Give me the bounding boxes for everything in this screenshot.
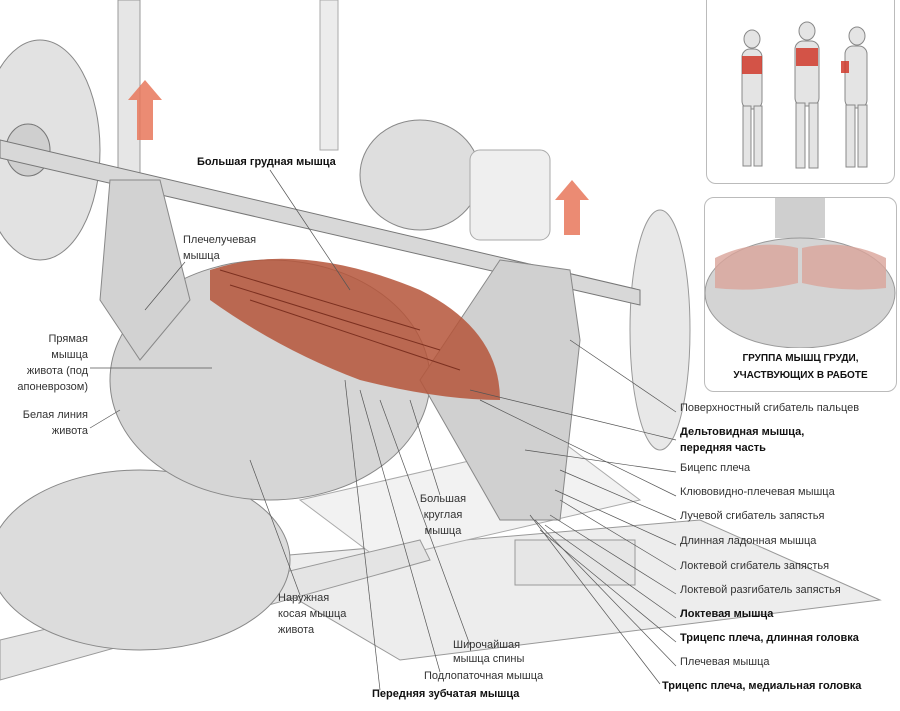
label-right-5: Лучевой сгибатель запястья <box>680 510 825 522</box>
label-right-10: Трицепс плеча, длинная головка <box>680 632 859 644</box>
panel-chest-muscles: ГРУППА МЫШЦ ГРУДИ, УЧАСТВУЮЩИХ В РАБОТЕ <box>704 197 897 392</box>
label-line: Широчайшая <box>453 639 521 651</box>
label-line: живота <box>278 624 315 636</box>
panel-body-figures <box>706 0 895 184</box>
label-right-6: Длинная ладонная мышца <box>680 535 817 547</box>
label-linea-alba: Белая линия живота <box>0 407 88 439</box>
legs <box>0 469 291 651</box>
label-line: Прямая <box>48 333 89 345</box>
up-arrow-icon <box>128 80 162 140</box>
label-line: круглая <box>423 509 463 521</box>
label-right-0: Поверхностный сгибатель пальцев <box>680 402 860 414</box>
label-line: живота <box>51 425 88 437</box>
label-external-oblique: Наружная косая мышца живота <box>278 590 346 638</box>
label-triceps-medial: Трицепс плеча, медиальная головка <box>662 680 862 692</box>
label-line: живота (под <box>26 365 88 377</box>
label-rectus-abdominis: Прямая мышца живота (под апоневрозом) <box>0 331 88 395</box>
label-line: мышца <box>51 349 88 361</box>
label-brachioradialis: Плечелучевая мышца <box>183 232 256 264</box>
label-right-8: Локтевой разгибатель запястья <box>680 584 841 596</box>
chest-muscles-illustration <box>705 198 896 349</box>
label-right-7: Локтевой сгибатель запястья <box>680 560 830 572</box>
label-teres-major: Большая круглая мышца <box>410 491 476 539</box>
caption-line: ГРУППА МЫШЦ ГРУДИ, <box>742 353 859 364</box>
label-line: апоневрозом) <box>17 381 88 393</box>
weight-plate-right <box>629 209 691 451</box>
label-latissimus: Широчайшая мышца спины <box>453 638 524 666</box>
label-line: Большая <box>419 493 467 505</box>
label-subscapularis: Подлопаточная мышца <box>424 670 544 682</box>
label-line: мышца <box>183 250 220 262</box>
caption-line: УЧАСТВУЮЩИХ В РАБОТЕ <box>733 370 868 381</box>
up-arrow-icon <box>555 180 589 235</box>
label-line: мышца <box>424 525 462 537</box>
label-line: косая мышца <box>278 608 347 620</box>
head <box>359 119 481 231</box>
label-line: Белая линия <box>22 409 88 421</box>
label-right-2: передняя часть <box>680 442 766 454</box>
label-right-9: Локтевая мышца <box>680 608 774 620</box>
label-right-3: Бицепс плеча <box>680 462 751 474</box>
panel-caption: ГРУППА МЫШЦ ГРУДИ, УЧАСТВУЮЩИХ В РАБОТЕ <box>705 350 896 384</box>
label-pectoralis-major: Большая грудная мышца <box>197 156 336 168</box>
label-serratus-anterior: Передняя зубчатая мышца <box>372 688 520 700</box>
label-right-1: Дельтовидная мышца, <box>680 426 805 438</box>
label-right-11: Плечевая мышца <box>680 656 770 668</box>
label-line: Наружная <box>278 592 330 604</box>
label-line: мышца спины <box>453 653 525 665</box>
label-right-4: Клювовидно-плечевая мышца <box>680 486 835 498</box>
pectoralis-muscle <box>210 258 500 400</box>
leader-lines <box>89 169 677 691</box>
body-figures-illustration <box>741 21 868 169</box>
left-arm <box>99 179 191 361</box>
label-line: Плечелучевая <box>183 234 257 246</box>
